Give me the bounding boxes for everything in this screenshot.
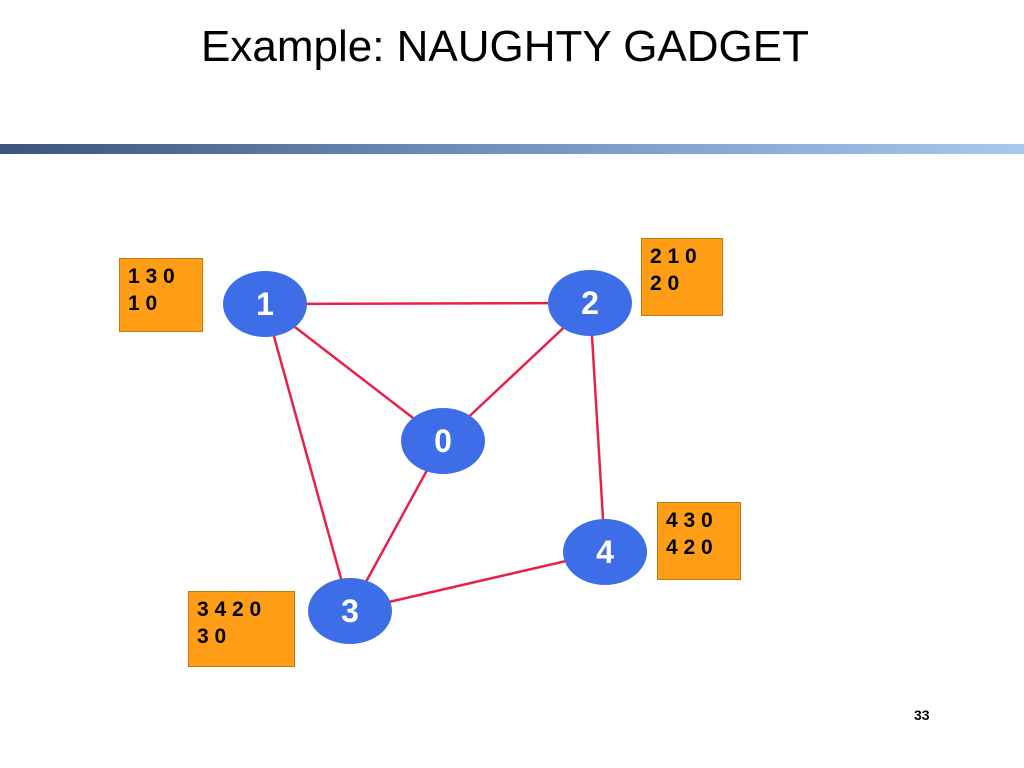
routing-table-node-1-line-1: 1 3 0	[128, 265, 175, 288]
node-2-label: 2	[581, 285, 599, 321]
edge-3-4	[349, 550, 606, 613]
routing-table-node-3: 3 4 2 0 3 0	[188, 591, 295, 667]
node-1: 1	[223, 271, 307, 337]
routing-table-node-2-line-2: 2 0	[650, 272, 680, 295]
routing-table-node-3-line-1: 3 4 2 0	[197, 598, 262, 621]
node-1-label: 1	[256, 286, 274, 322]
node-0-label: 0	[434, 423, 452, 459]
node-1-circle	[223, 271, 307, 337]
routing-table-node-2-line-1: 2 1 0	[650, 245, 697, 268]
routing-table-node-1-line-2: 1 0	[128, 292, 158, 315]
node-2-circle	[548, 270, 632, 336]
node-4-label: 4	[596, 534, 614, 570]
page-number: 33	[914, 707, 930, 723]
routing-table-node-2: 2 1 0 2 0	[641, 238, 723, 316]
edge-1-3	[263, 303, 352, 612]
edge-2-4	[588, 302, 607, 553]
node-0-circle	[401, 408, 485, 474]
routing-table-node-1: 1 3 0 1 0	[119, 258, 203, 332]
routing-table-node-4-line-2: 4 2 0	[666, 536, 713, 559]
node-4: 4	[563, 519, 647, 585]
node-3: 3	[308, 578, 392, 644]
title-divider-bar	[0, 144, 1024, 154]
edge-1-2	[264, 301, 591, 306]
routing-table-node-3-line-2: 3 0	[197, 625, 227, 648]
slide-title: Example: NAUGHTY GADGET	[201, 22, 809, 71]
node-4-circle	[563, 519, 647, 585]
node-3-label: 3	[341, 593, 359, 629]
routing-table-node-4-line-1: 4 3 0	[666, 509, 713, 532]
node-2: 2	[548, 270, 632, 336]
graph-nodes: 0 1 2 3 4	[223, 270, 647, 644]
routing-table-node-4: 4 3 0 4 2 0	[657, 502, 741, 580]
node-3-circle	[308, 578, 392, 644]
node-0: 0	[401, 408, 485, 474]
